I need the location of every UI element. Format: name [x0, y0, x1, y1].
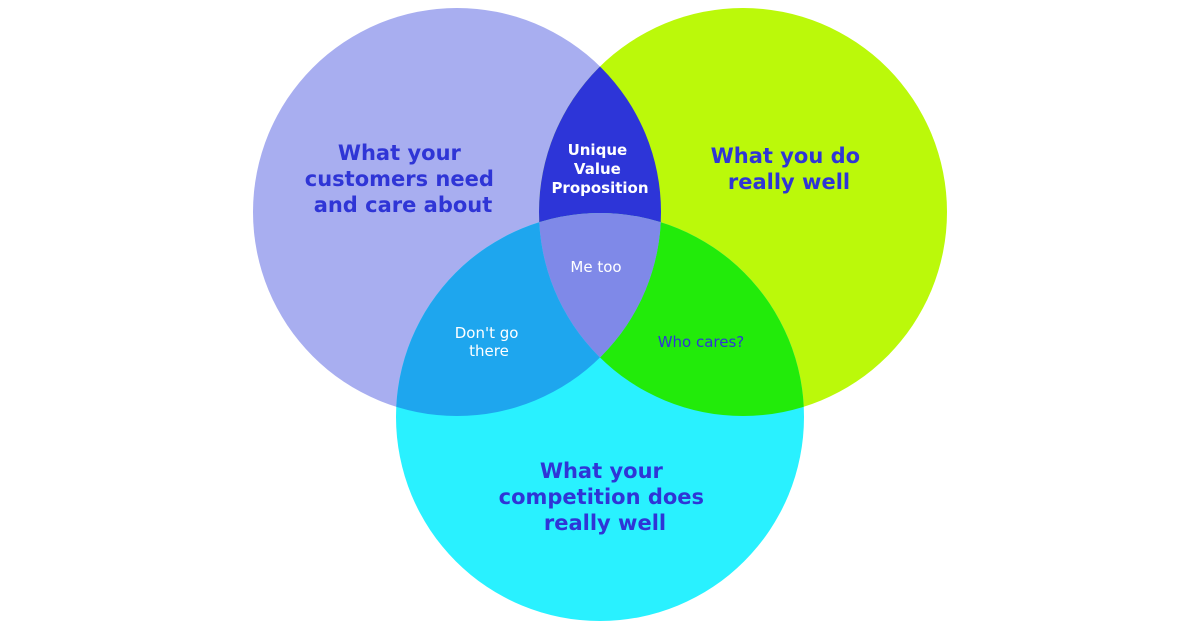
who-cares-region [539, 213, 804, 416]
who-cares-label-line: Who cares? [658, 333, 745, 351]
dont-go-there-label-line: there [469, 342, 509, 360]
customers-label-line: and care about [314, 193, 493, 217]
customers-label: What your customers need and care about [305, 141, 501, 217]
unique-value-label: Unique Value Proposition [551, 141, 648, 197]
unique-value-label-line: Proposition [551, 179, 648, 197]
dont-go-there-label-line: Don't go [455, 324, 519, 342]
unique-value-label-line: Value [574, 160, 621, 178]
dont-go-there-label: Don't go there [455, 324, 524, 360]
you-label-line: What you do [711, 144, 860, 168]
dont-go-there-region [396, 213, 661, 416]
competition-label-line: What your [540, 459, 664, 483]
me-too-label: Me too [570, 258, 621, 276]
competition-label-line: competition does [499, 485, 704, 509]
unique-value-label-line: Unique [568, 141, 628, 159]
customers-label-line: What your [338, 141, 462, 165]
competition-label-line: really well [544, 511, 666, 535]
me-too-label-line: Me too [570, 258, 621, 276]
you-label: What you do really well [711, 144, 868, 194]
competition-label: What your competition does really well [499, 459, 712, 535]
who-cares-label: Who cares? [658, 333, 745, 351]
customers-label-line: customers need [305, 167, 494, 191]
you-label-line: really well [728, 170, 850, 194]
